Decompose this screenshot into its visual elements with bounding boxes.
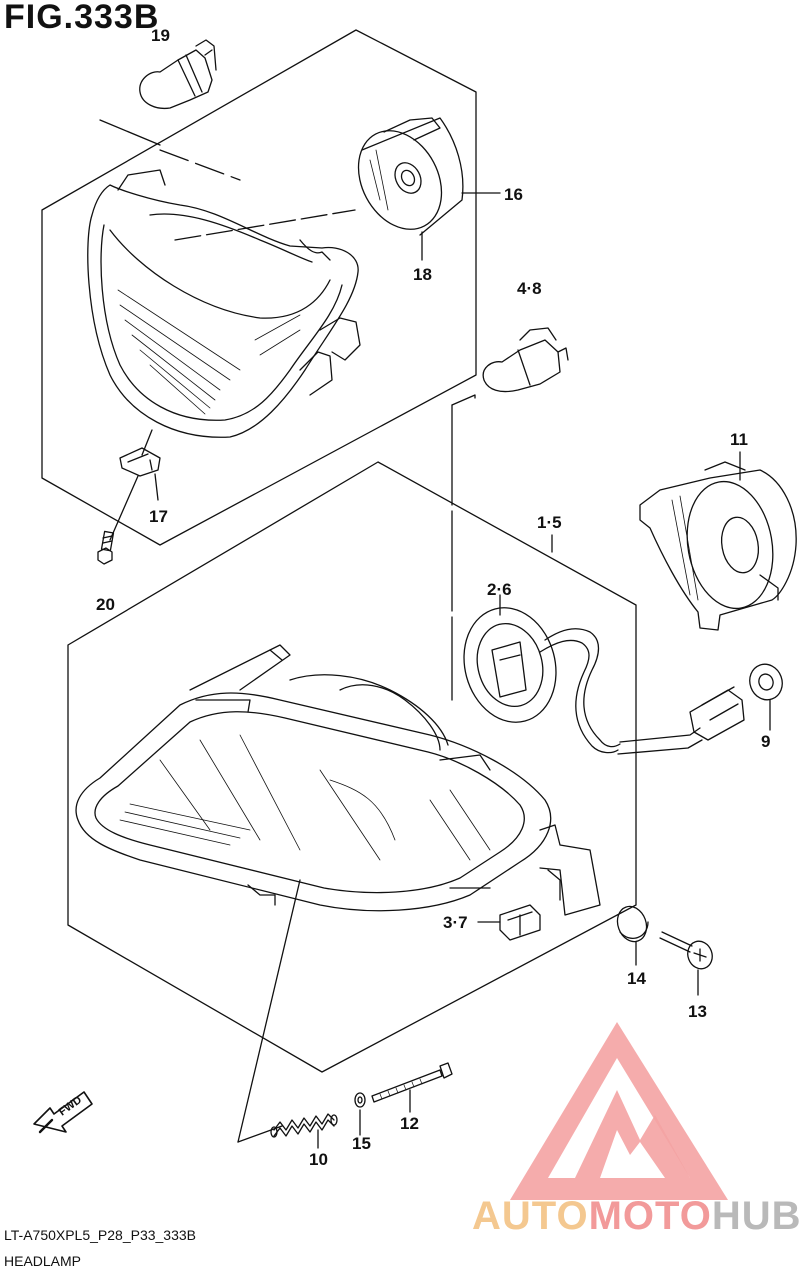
leader-17a	[109, 475, 139, 541]
leader-17	[154, 473, 159, 501]
watermark-part-3: HUB	[711, 1194, 800, 1238]
figure-name: HEADLAMP	[4, 1253, 82, 1269]
dust-cover-16	[357, 117, 464, 236]
figure-code: LT-A750XPL5_P28_P33_333B	[4, 1227, 197, 1243]
callout-15: 15	[352, 1134, 371, 1153]
callout-20: 20	[96, 595, 115, 614]
watermark-part-1: AUTO	[472, 1194, 589, 1238]
bolt-12-icon	[371, 1062, 453, 1103]
bulb-19-icon	[139, 39, 217, 110]
lower-headlamp-housing	[75, 644, 601, 916]
watermark-part-2: MOTO	[588, 1194, 712, 1238]
callout-14: 14	[627, 969, 646, 988]
upper-assembly-outline	[41, 29, 477, 546]
leader-10a	[237, 879, 301, 1143]
callout-9: 9	[761, 732, 771, 751]
callout-17: 17	[149, 507, 168, 526]
callout-16: 16	[504, 185, 523, 204]
callout-26: 2·6	[487, 580, 512, 599]
callout-18: 18	[413, 265, 432, 284]
callout-19: 19	[151, 26, 170, 45]
upper-headlamp-housing	[87, 119, 361, 438]
screw-13-icon	[659, 931, 713, 970]
socket-26	[463, 607, 703, 755]
leader-48	[451, 394, 476, 406]
lower-assembly-outline	[67, 461, 637, 1073]
callout-15-assembly: 1·5	[537, 513, 562, 532]
bulb-48-icon	[482, 327, 569, 393]
callout-11: 11	[730, 430, 748, 449]
grommet-14	[616, 905, 649, 943]
spring-10-icon	[270, 1113, 338, 1138]
grommet-9	[749, 663, 783, 701]
figure-title: FIG.333B	[4, 0, 160, 36]
screw-20-icon	[97, 530, 115, 565]
callout-12: 12	[400, 1114, 419, 1133]
callout-48: 4·8	[517, 279, 542, 298]
washer-15-icon	[354, 1092, 366, 1108]
triangle-mountain-logo	[510, 1022, 728, 1200]
clip-17	[119, 447, 161, 477]
callout-37: 3·7	[443, 913, 468, 932]
leader-17b	[141, 429, 153, 456]
watermark-text: AUTOMOTOHUB	[472, 1194, 800, 1239]
fwd-arrow-icon	[33, 1091, 93, 1134]
callout-13: 13	[688, 1002, 707, 1021]
clip-37	[499, 904, 541, 941]
connector-icon	[689, 686, 745, 741]
ring-11	[639, 461, 797, 631]
callout-10: 10	[309, 1150, 328, 1169]
